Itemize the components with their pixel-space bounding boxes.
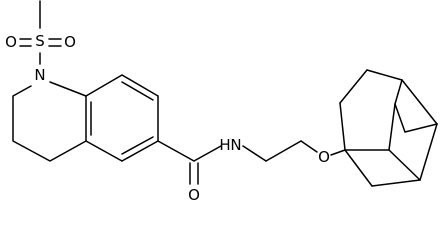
bond-adam-6 xyxy=(388,149,421,181)
bond-c-n-amide xyxy=(193,145,222,162)
bond-ring-saturated xyxy=(12,85,87,162)
bond-adam-2 xyxy=(339,69,368,104)
bond-adam-13 xyxy=(404,123,438,133)
atom-ether-o: O xyxy=(318,148,330,166)
bond-ch2-o xyxy=(300,140,318,153)
bond-c6-carbonyl xyxy=(157,140,195,162)
bond-c8-c7-inner xyxy=(121,81,154,101)
bond-n-ch2 xyxy=(242,145,267,162)
bond-adam-9 xyxy=(371,179,421,187)
bond-o-adamantyl xyxy=(330,149,346,156)
bond-n-c8a xyxy=(49,81,87,97)
atom-ring-n: N xyxy=(34,66,45,84)
atom-sulfonyl-o-left: O xyxy=(5,33,17,51)
bond-c5-c4a xyxy=(85,140,123,162)
bond-adam-11 xyxy=(394,79,403,105)
bond-c6-c5 xyxy=(121,140,159,162)
bond-adam-3 xyxy=(366,69,403,81)
bond-adam-5 xyxy=(419,123,438,181)
atom-sulfonyl-o-right: O xyxy=(64,33,76,51)
bond-adam-1 xyxy=(339,102,346,151)
atom-amide-n: N xyxy=(230,136,241,154)
bond-c6-c5-inner xyxy=(121,136,154,155)
bond-c8a-c8 xyxy=(85,74,123,97)
atom-sulfonyl-s: S xyxy=(35,32,45,50)
atom-carbonyl-o: O xyxy=(188,186,200,204)
molecule-structure: S O O N N H O O xyxy=(5,0,438,204)
bond-ch2-ch2 xyxy=(265,140,302,162)
bond-c8-c7 xyxy=(121,74,159,97)
bond-adam-10 xyxy=(388,103,396,151)
bond-adam-4 xyxy=(401,79,438,125)
bond-adam-8 xyxy=(344,149,373,187)
bond-adam-12 xyxy=(394,103,406,133)
atom-amide-h: H xyxy=(219,136,230,154)
